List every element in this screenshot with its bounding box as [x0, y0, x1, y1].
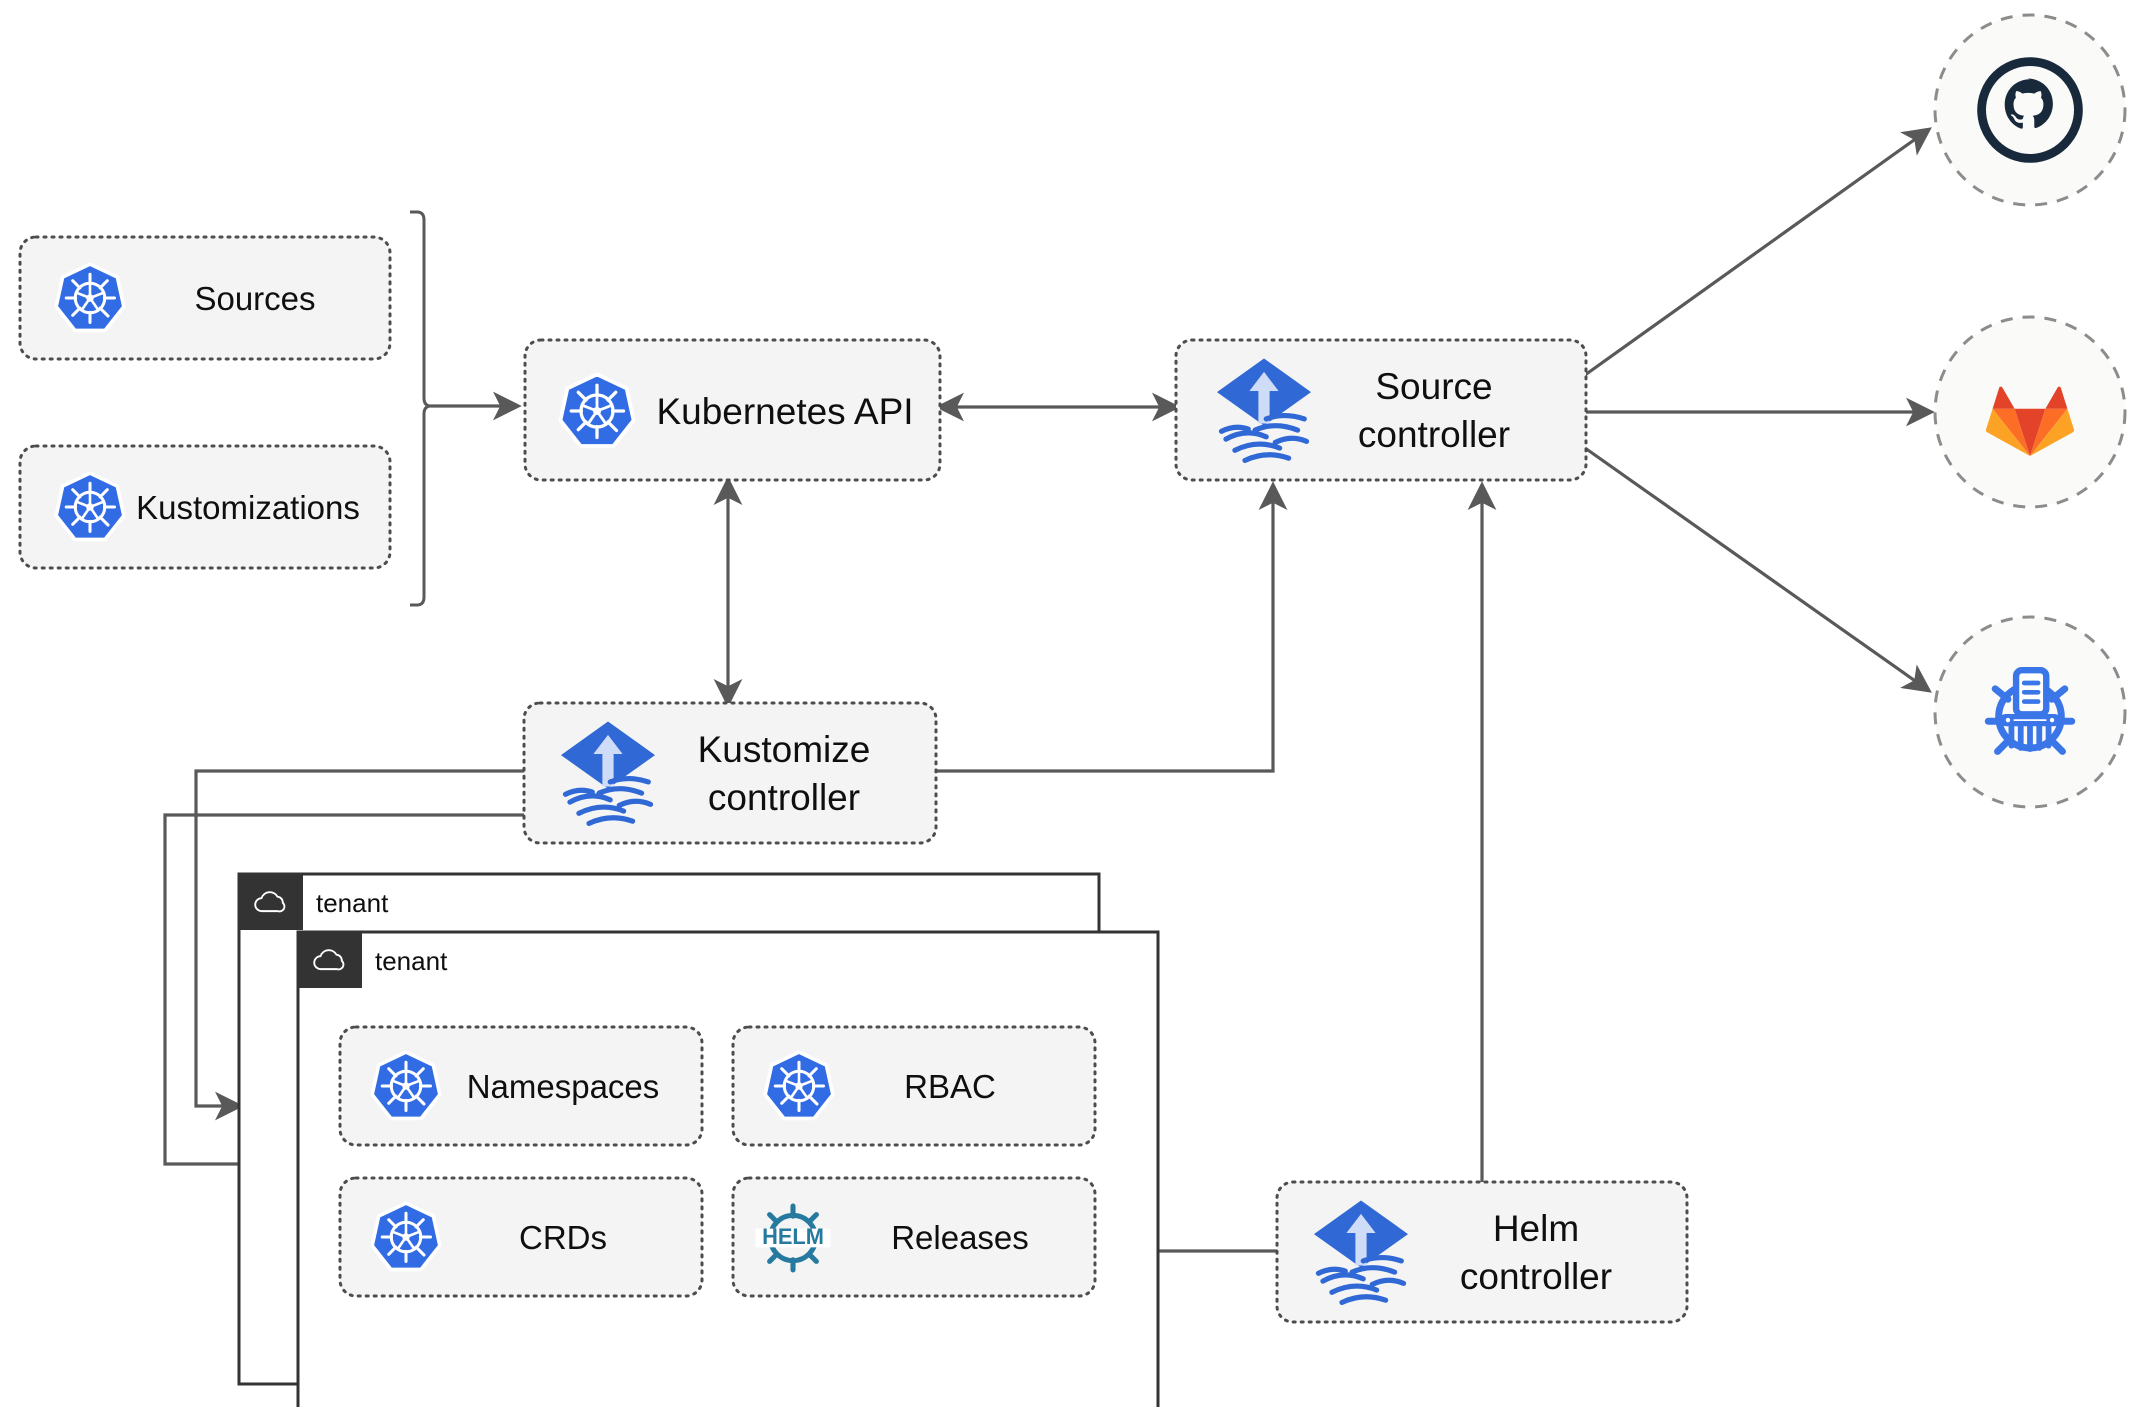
kustomizations-label: Kustomizations [136, 489, 360, 526]
edge-kustomize-to-tenant-inner [163, 813, 524, 1179]
kubernetes-icon [372, 1052, 440, 1118]
node-source-controller[interactable]: Source controller [1174, 338, 1588, 482]
kubernetes-icon [56, 473, 124, 539]
node-namespaces[interactable]: Namespaces [338, 1025, 704, 1147]
node-gitlab[interactable] [1933, 315, 2127, 509]
edge-source-to-github [1584, 127, 1932, 377]
node-github[interactable] [1933, 13, 2127, 207]
kubernetes-icon [56, 264, 124, 330]
kustomize-controller-label-line1: Kustomize [698, 729, 871, 770]
source-controller-label-line1: Source [1375, 366, 1492, 407]
edge-source-to-helm-repository [1584, 446, 1932, 693]
edge-kustomize-to-tenant-outer [194, 769, 524, 1121]
node-sources[interactable]: Sources [18, 235, 392, 361]
resources-bracket [410, 210, 432, 607]
kustomize-controller-label-line2: controller [708, 777, 860, 818]
tenant-outer-label: tenant [316, 888, 389, 918]
kubernetes-icon [560, 374, 633, 446]
node-releases[interactable]: Releases [731, 1176, 1097, 1298]
kubernetes-icon [765, 1052, 833, 1118]
node-helm-controller[interactable]: Helm controller [1275, 1180, 1689, 1324]
rbac-label: RBAC [904, 1068, 996, 1105]
releases-label: Releases [891, 1219, 1029, 1256]
crds-label: CRDs [519, 1219, 607, 1256]
node-kustomizations[interactable]: Kustomizations [18, 444, 392, 570]
source-controller-label-line2: controller [1358, 414, 1510, 455]
helm-controller-label-line2: controller [1460, 1256, 1612, 1297]
sources-label: Sources [194, 280, 315, 317]
edge-layer [163, 127, 1935, 1266]
tenant-inner[interactable]: tenant [296, 930, 1160, 1407]
kubernetes-icon [372, 1203, 440, 1269]
node-crds[interactable]: CRDs [338, 1176, 704, 1298]
kubernetes-api-label: Kubernetes API [656, 391, 913, 432]
node-kubernetes-api[interactable]: Kubernetes API [523, 338, 942, 482]
namespaces-label: Namespaces [467, 1068, 660, 1105]
node-rbac[interactable]: RBAC [731, 1025, 1097, 1147]
node-kustomize-controller[interactable]: Kustomize controller [522, 701, 938, 845]
tenant-inner-label: tenant [375, 946, 448, 976]
edge-kustomize-to-source-controller [936, 481, 1288, 773]
helm-controller-label-line1: Helm [1493, 1208, 1579, 1249]
node-helm-repository[interactable] [1933, 615, 2127, 809]
